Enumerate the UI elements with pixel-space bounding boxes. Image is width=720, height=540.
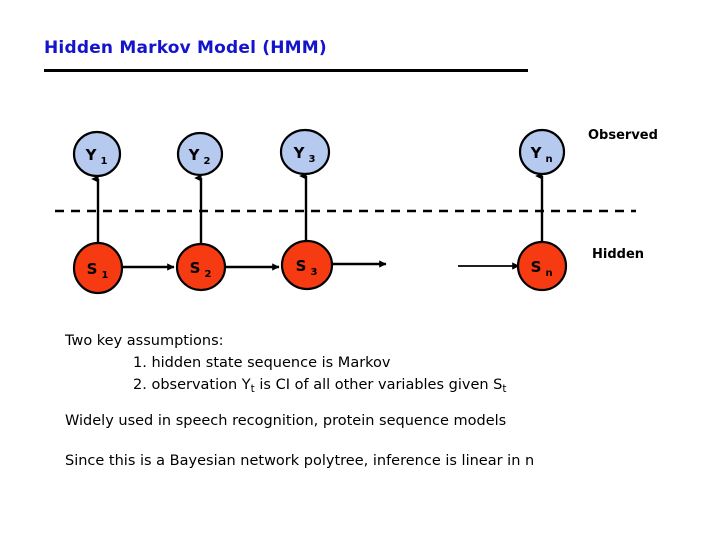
title-underline-rule <box>44 69 528 72</box>
node-yn-shape[interactable] <box>518 128 566 176</box>
node-y3[interactable]: Y 3 <box>279 128 331 176</box>
node-y3-subscript: 3 <box>309 154 316 165</box>
assumption-2-part-b: is CI of all other variables given S <box>254 377 503 393</box>
node-sn-subscript: n <box>545 268 552 279</box>
node-y2-subscript: 2 <box>204 156 211 167</box>
node-y3-shape[interactable] <box>279 128 331 176</box>
assumption-item-2: 2. observation Yt is CI of all other var… <box>133 377 507 395</box>
node-s1[interactable]: S 1 <box>72 241 124 295</box>
node-yn[interactable]: Y n <box>518 128 566 176</box>
node-sn-shape[interactable] <box>516 240 568 292</box>
node-s2-shape[interactable] <box>175 242 227 292</box>
hidden-nodes: S 1 S 2 S 3 S n <box>72 239 568 295</box>
node-y2[interactable]: Y 2 <box>176 131 224 177</box>
node-y1[interactable]: Y 1 <box>72 130 122 178</box>
usage-statement: Widely used in speech recognition, prote… <box>65 413 507 429</box>
emission-edges <box>91 172 544 245</box>
polytree-statement: Since this is a Bayesian network polytre… <box>65 453 535 469</box>
node-s2-subscript: 2 <box>205 269 212 280</box>
node-s1-shape[interactable] <box>72 241 124 295</box>
hidden-layer-label: Hidden <box>592 247 645 262</box>
node-yn-base: Y <box>530 144 543 162</box>
node-s3-shape[interactable] <box>280 239 334 291</box>
node-s3-subscript: 3 <box>311 267 318 278</box>
node-s3[interactable]: S 3 <box>280 239 334 291</box>
assumption-2-subscript-t1: t <box>250 383 255 395</box>
node-sn[interactable]: S n <box>516 240 568 292</box>
node-y1-shape[interactable] <box>72 130 122 178</box>
assumption-2-subscript-t2: t <box>502 383 507 395</box>
node-y3-base: Y <box>293 144 306 162</box>
node-s1-subscript: 1 <box>102 270 109 281</box>
assumptions-heading: Two key assumptions: <box>65 333 224 349</box>
node-yn-subscript: n <box>545 154 552 165</box>
node-sn-base: S <box>531 258 542 276</box>
node-y1-subscript: 1 <box>101 156 108 167</box>
node-s1-base: S <box>87 260 98 278</box>
assumption-item-1: 1. hidden state sequence is Markov <box>133 355 391 371</box>
observed-layer-label: Observed <box>588 128 658 143</box>
node-y2-shape[interactable] <box>176 131 224 177</box>
node-y2-base: Y <box>188 146 201 164</box>
transition-edges <box>122 260 520 271</box>
node-s2[interactable]: S 2 <box>175 242 227 292</box>
page-title: Hidden Markov Model (HMM) <box>44 38 327 58</box>
observed-nodes: Y 1 Y 2 Y 3 Y n <box>72 128 566 178</box>
assumption-2-part-a: 2. observation Y <box>133 377 251 393</box>
node-s3-base: S <box>296 257 307 275</box>
node-s2-base: S <box>190 259 201 277</box>
node-y1-base: Y <box>85 146 98 164</box>
